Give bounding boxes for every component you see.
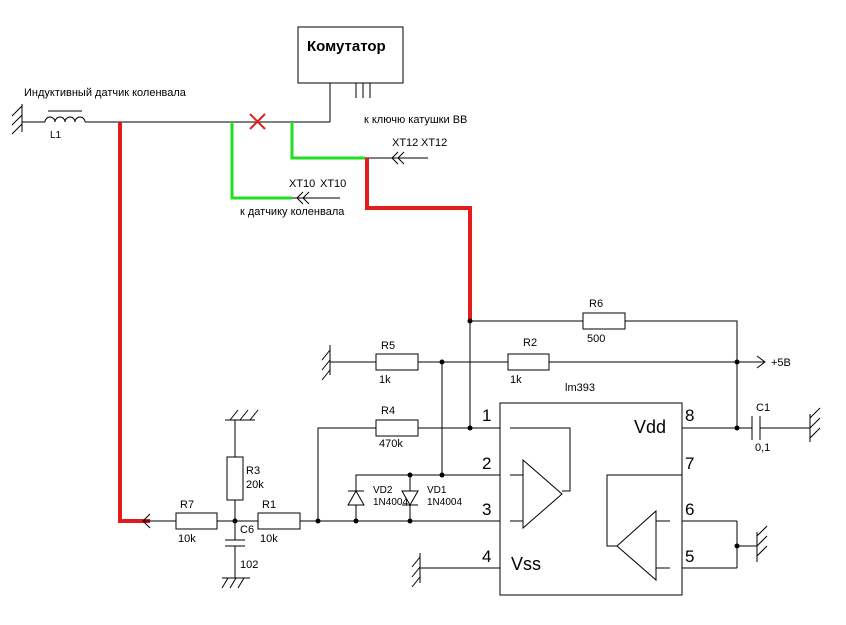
- plus5v-label: +5В: [771, 357, 791, 369]
- resistor-r7: R7 10k: [175, 499, 218, 545]
- ground-symbol-c6: [221, 577, 250, 589]
- red-wire-sensor-to-r7: [118, 122, 150, 523]
- vd1-value: 1N4004: [427, 497, 462, 508]
- r6-ref: R6: [589, 298, 603, 310]
- pin-6: 6: [685, 500, 694, 519]
- r3-value: 20k: [246, 479, 264, 491]
- xt12-label-b: XT12: [421, 137, 447, 149]
- xt12-label-a: XT12: [392, 137, 418, 149]
- r1-value: 10k: [260, 533, 278, 545]
- c1-ref: C1: [756, 402, 770, 414]
- diode-vd2: VD2 1N4004: [347, 485, 408, 508]
- commutator-block: Комутатор: [297, 26, 404, 122]
- ground-symbol-r5: [321, 345, 331, 381]
- ground-symbol-sensor: [11, 104, 45, 135]
- vdd-label: Vdd: [634, 417, 666, 437]
- sensor-label: Индуктивный датчик коленвала: [24, 87, 187, 99]
- to-coil-key-label: к ключю катушки ВВ: [364, 114, 467, 126]
- comparator-circuit: R7 10k R3 20k C6 102: [142, 298, 821, 596]
- diode-vd1: VD1 1N4004: [401, 485, 462, 508]
- vd2-value: 1N4004: [373, 497, 408, 508]
- ground-symbol-pin5: [756, 525, 768, 562]
- to-crank-sensor-label: к датчику коленвала: [240, 206, 345, 218]
- vss-label: Vss: [511, 554, 541, 574]
- capacitor-c6: C6 102: [225, 521, 258, 578]
- r4-value: 470k: [379, 438, 403, 450]
- pin-7: 7: [685, 454, 694, 473]
- resistor-r4: R4 470k: [375, 405, 419, 450]
- commutator-label: Комутатор: [307, 38, 386, 55]
- r5-ref: R5: [381, 340, 395, 352]
- connector-xt10: XT10 XT10: [289, 178, 346, 205]
- resistor-r3: R3 20k: [226, 420, 264, 521]
- pin-3: 3: [482, 500, 491, 519]
- vd1-ref: VD1: [427, 485, 447, 496]
- red-wire-xt12-to-output: [365, 158, 472, 321]
- r2-value: 1k: [510, 374, 522, 386]
- plus5v-arrow: [756, 355, 766, 369]
- ic-name-label: lm393: [565, 382, 595, 394]
- vd2-ref: VD2: [373, 485, 393, 496]
- pin-2: 2: [482, 454, 491, 473]
- pin-4: 4: [482, 547, 491, 566]
- r1-ref: R1: [262, 499, 276, 511]
- xt10-label-b: XT10: [320, 178, 346, 190]
- cut-mark: [249, 113, 266, 130]
- comparator-2-symbol: [616, 509, 657, 582]
- pin-5: 5: [685, 547, 694, 566]
- r3-ref: R3: [246, 465, 260, 477]
- inductor-ref: L1: [50, 130, 62, 141]
- r6-value: 500: [587, 333, 605, 345]
- resistor-r5: R5 1k: [375, 340, 419, 386]
- r7-ref: R7: [180, 499, 194, 511]
- pin-8: 8: [685, 406, 694, 425]
- ground-symbol-pin4: [411, 553, 421, 588]
- sensor-input-section: L1 Индуктивный датчик коленвала Комутато…: [11, 26, 472, 523]
- xt10-label-a: XT10: [289, 178, 315, 190]
- c1-value: 0,1: [755, 442, 770, 454]
- green-wire-xt12: [290, 122, 365, 160]
- capacitor-c1: C1 0,1: [751, 402, 810, 454]
- inductor-l1: [44, 110, 330, 123]
- r2-ref: R2: [523, 337, 537, 349]
- ground-symbol-c1: [809, 407, 821, 442]
- resistor-r2: R2 1k: [507, 337, 550, 386]
- ground-symbol-r3: [225, 409, 259, 421]
- pin-1: 1: [482, 406, 491, 425]
- resistor-r1: R1 10k: [257, 499, 301, 545]
- r7-value: 10k: [178, 533, 196, 545]
- r4-ref: R4: [381, 405, 395, 417]
- connector-xt12: XT12 XT12: [365, 137, 447, 165]
- r5-value: 1k: [379, 374, 391, 386]
- c6-ref: C6: [240, 524, 254, 536]
- c6-value: 102: [240, 559, 258, 571]
- resistor-r6: R6 500: [582, 298, 626, 345]
- green-wire-xt10: [230, 122, 292, 200]
- comparator-1-symbol: [522, 458, 563, 530]
- ic-lm393: lm393 Vdd Vss 1 2 3 4 8 7 6 5: [482, 382, 694, 596]
